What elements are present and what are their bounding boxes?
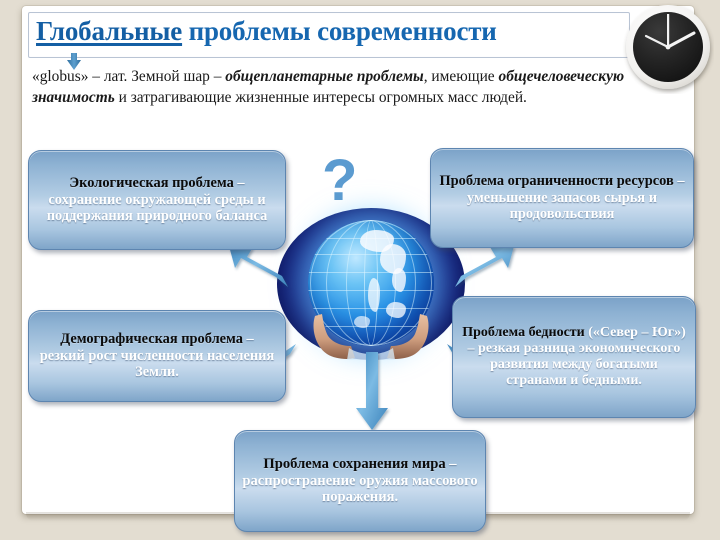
callout-poverty-key: Проблема бедности (462, 325, 585, 341)
callout-poverty[interactable]: Проблема бедности («Север – Юг») – резка… (452, 296, 696, 418)
lead-bold-1: общепланетарные проблемы (225, 68, 424, 85)
callout-ecology[interactable]: Экологическая проблема – сохранение окру… (28, 150, 286, 250)
question-mark: ? (322, 148, 358, 213)
callout-demography-rest: – резкий рост численности населения Земл… (39, 331, 275, 381)
callout-poverty-rest: («Север – Юг») – резкая разница экономич… (467, 325, 686, 388)
globe-sphere (308, 220, 434, 346)
title-frame (28, 12, 630, 58)
page-title-highlight: Глобальные (36, 16, 183, 46)
callout-resources[interactable]: Проблема ограниченности ресурсов – умень… (430, 148, 694, 248)
callout-resources-key: Проблема ограниченности ресурсов (439, 173, 674, 190)
down-arrow-icon (67, 53, 81, 70)
page-title: Глобальные проблемы современности (36, 16, 636, 47)
callout-demography-key: Демографическая проблема (60, 331, 243, 348)
lead-part-1: «globus» – лат. Земной шар – (32, 68, 226, 85)
lead-paragraph: «globus» – лат. Земной шар – общепланета… (32, 66, 640, 109)
callout-peace-rest: – распространение оружия массового пораж… (242, 456, 478, 506)
lead-bold-2: общечеловеческую значимость (32, 68, 625, 107)
lead-part-2: , имеющие (423, 68, 499, 85)
lead-part-3: и затрагивающие жизненные интересы огром… (114, 89, 527, 107)
callout-peace[interactable]: Проблема сохранения мира – распространен… (234, 430, 486, 532)
hands-holding-globe-icon (313, 314, 429, 360)
callout-resources-rest: – уменьшение запасов сырья и продовольст… (467, 173, 685, 223)
callout-ecology-rest: – сохранение окружающей среды и поддержа… (46, 175, 268, 225)
page-title-rest: проблемы современности (182, 16, 497, 46)
wall-clock-icon (626, 5, 710, 89)
callout-ecology-key: Экологическая проблема (69, 175, 234, 192)
callout-demography[interactable]: Демографическая проблема – резкий рост ч… (28, 310, 286, 402)
callout-peace-key: Проблема сохранения мира (263, 456, 446, 473)
